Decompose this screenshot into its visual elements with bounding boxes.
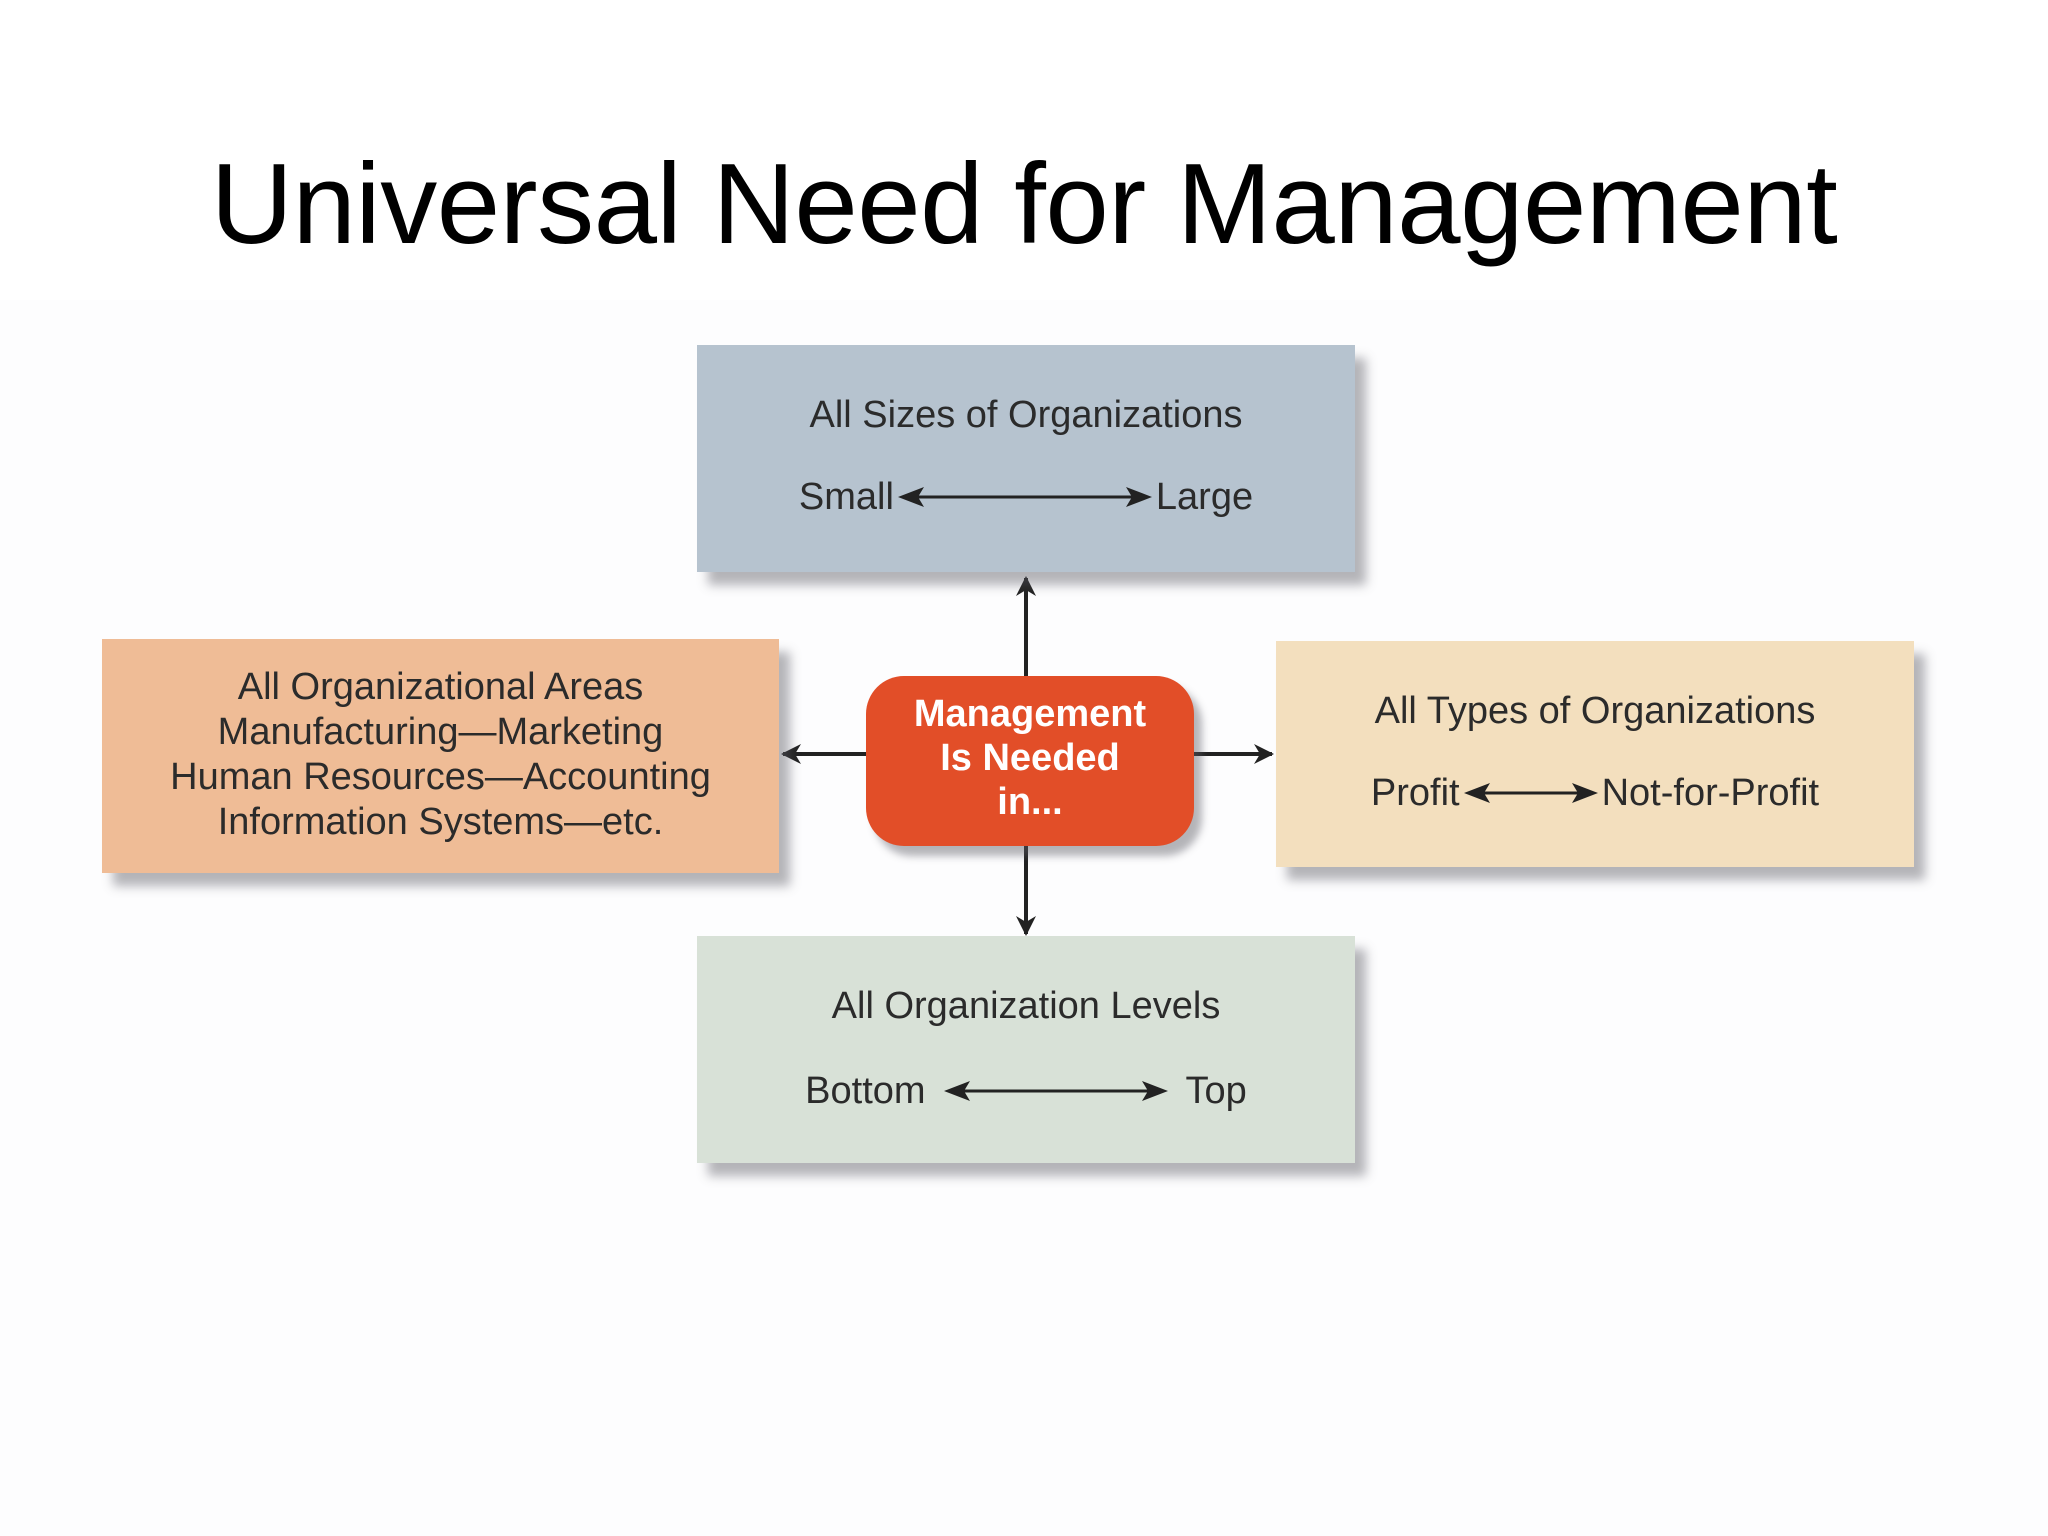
areas-line: Information Systems—etc. — [217, 801, 664, 843]
types-range: Profit Not-for-Profit — [1276, 771, 1914, 815]
center-node: Management Is Needed in... — [866, 676, 1194, 846]
sizes-from-label: Small — [798, 476, 894, 518]
center-line: in... — [997, 781, 1063, 823]
areas-line: Manufacturing—Marketing — [217, 711, 664, 753]
double-arrow-icon — [1463, 783, 1598, 804]
page-title: Universal Need for Management — [210, 141, 1838, 268]
areas-box: All Organizational Areas Manufacturing—M… — [102, 639, 779, 873]
center-lines: Management Is Needed in... — [866, 692, 1194, 824]
levels-range: Bottom Top — [697, 1069, 1355, 1113]
double-arrow-icon — [943, 1081, 1168, 1102]
levels-from-label: Bottom — [805, 1070, 926, 1112]
areas-line: Human Resources—Accounting — [170, 756, 711, 798]
types-from-label: Profit — [1370, 772, 1460, 814]
levels-heading: All Organization Levels — [831, 985, 1221, 1027]
levels-box: All Organization Levels Bottom Top — [697, 936, 1355, 1163]
types-heading: All Types of Organizations — [1374, 690, 1816, 732]
sizes-range: Small Large — [697, 475, 1355, 519]
sizes-box: All Sizes of Organizations Small Large — [697, 345, 1355, 572]
center-line: Is Needed — [940, 737, 1120, 779]
sizes-heading: All Sizes of Organizations — [809, 394, 1243, 436]
levels-to-label: Top — [1185, 1070, 1247, 1112]
areas-heading: All Organizational Areas — [237, 666, 644, 708]
center-line: Management — [913, 693, 1147, 735]
areas-lines: All Organizational Areas Manufacturing—M… — [102, 665, 779, 845]
types-box: All Types of Organizations Profit Not-fo… — [1276, 641, 1914, 867]
types-to-label: Not-for-Profit — [1601, 772, 1820, 814]
sizes-to-label: Large — [1155, 476, 1254, 518]
double-arrow-icon — [897, 487, 1152, 508]
